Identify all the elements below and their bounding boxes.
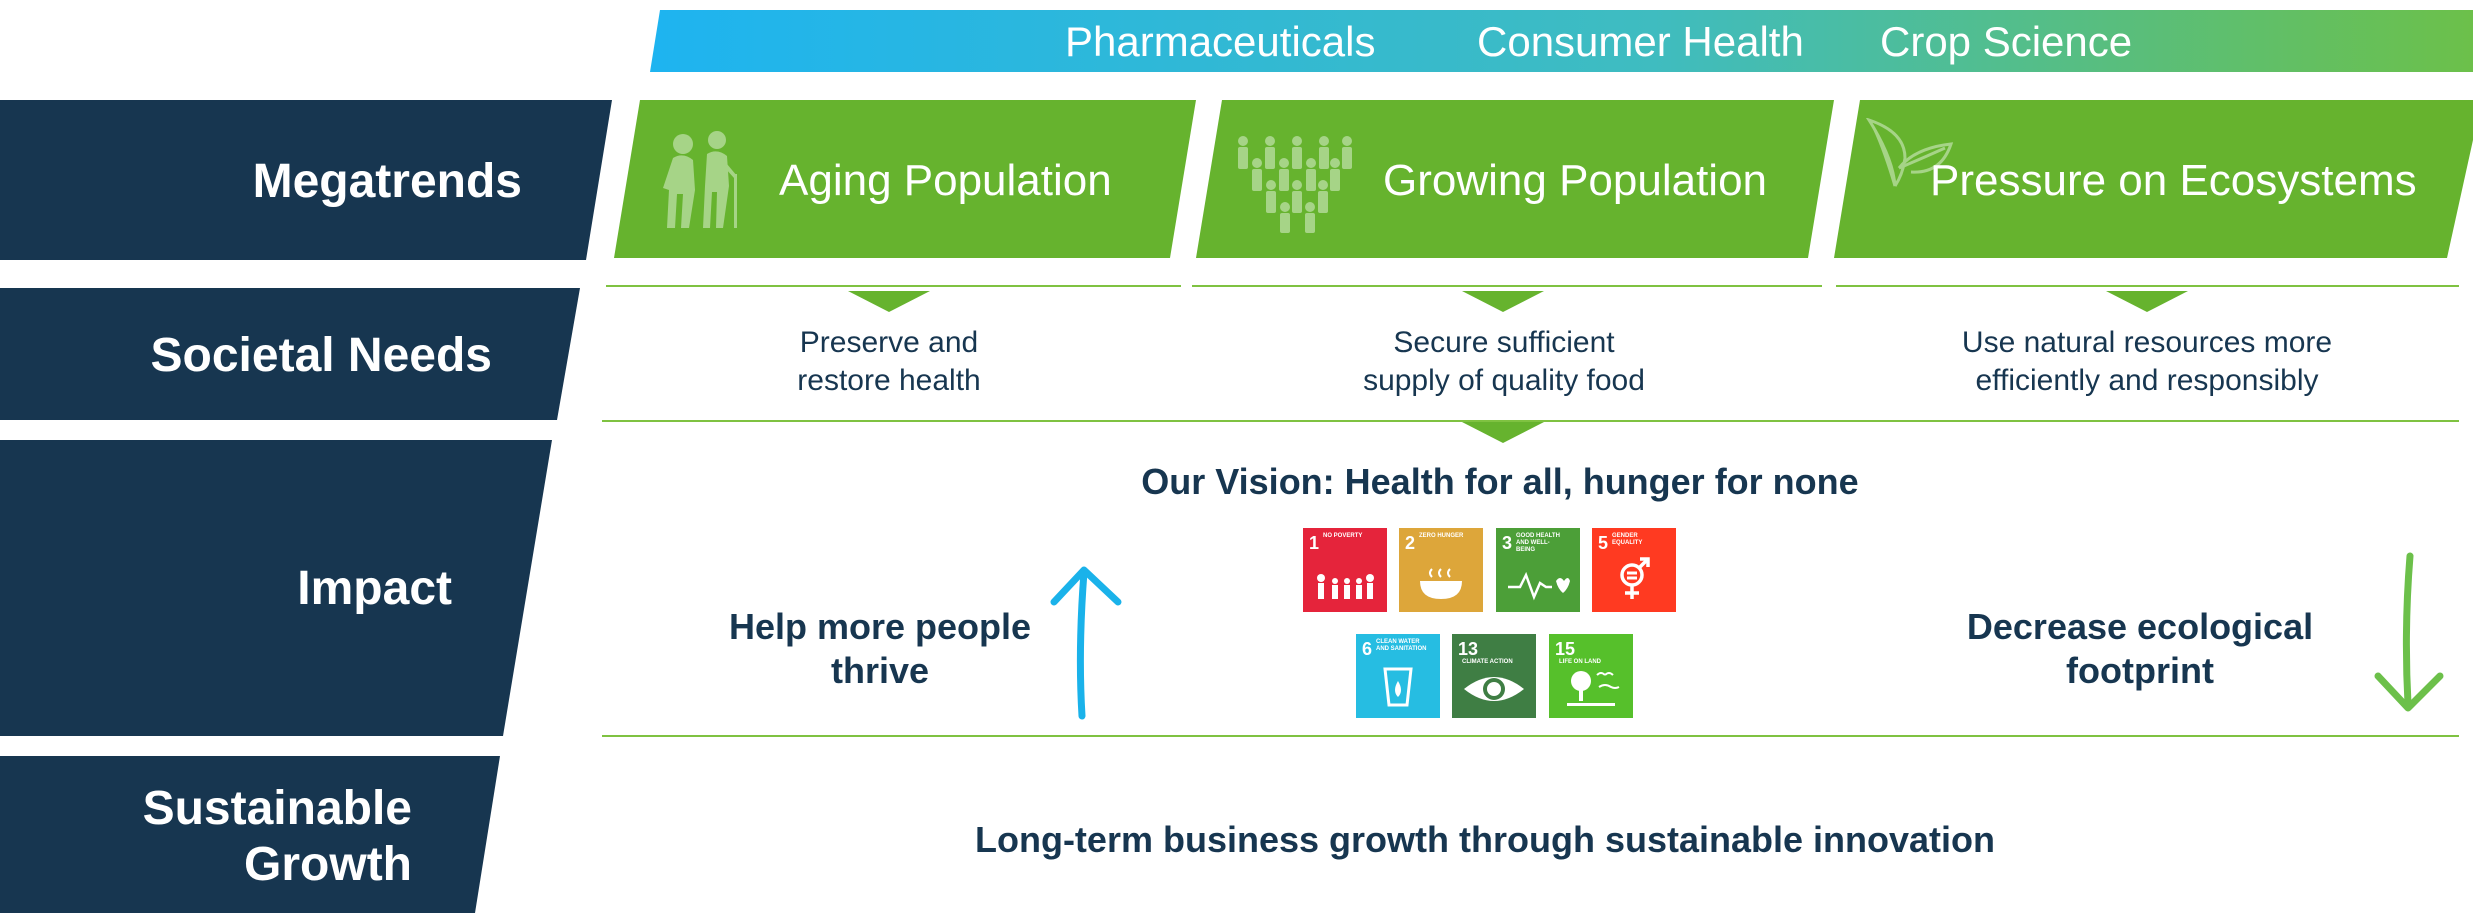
megatrends-row-shape <box>0 100 612 260</box>
sdg-tile-3: 3Good Health and Well-Being <box>1496 528 1580 612</box>
impact-left-line-2: thrive <box>830 650 930 691</box>
sdg-tile-1: 1No Poverty <box>1303 528 1387 612</box>
megatrend-box-growing <box>1196 100 1834 258</box>
sdg-3-number: 3 <box>1502 533 1513 553</box>
banner-consumer-health: Consumer Health <box>1477 18 1804 65</box>
tree-icon <box>1549 667 1633 712</box>
sdg-6-number: 6 <box>1362 639 1373 659</box>
need-resources-line-2: efficiently and responsibly <box>1975 364 2319 397</box>
need-health-line-2: restore health <box>797 364 981 397</box>
row-label-societal-needs: Societal Needs <box>150 329 492 382</box>
gender-icon <box>1592 555 1676 606</box>
needs-bottom-line <box>602 420 2459 422</box>
bowl-icon <box>1399 567 1483 606</box>
impact-left-text: Help more people thrive <box>680 605 1080 693</box>
need-food-line-2: supply of quality food <box>1363 364 1645 397</box>
leaves-icon <box>1865 118 1954 187</box>
sdg-2-text: Zero Hunger <box>1419 533 1464 539</box>
down-triangle-3 <box>2106 291 2188 312</box>
megatrend-box-ecosystems <box>1834 100 2473 258</box>
needs-top-line-2 <box>1192 285 1822 287</box>
sustainable-growth-word: Growth <box>244 838 412 891</box>
sdg-6-text: Clean Water and Sanitation <box>1376 639 1427 652</box>
row-label-megatrends: Megatrends <box>252 155 522 208</box>
need-food-line-1: Secure sufficient <box>1393 326 1615 359</box>
needs-top-line-3 <box>1836 285 2459 287</box>
megatrend-box-aging <box>614 100 1196 258</box>
megatrend-label-ecosystems: Pressure on Ecosystems <box>1930 156 2417 205</box>
sdg-tile-15: 15Life on Land <box>1549 634 1633 718</box>
down-triangle-1 <box>848 291 930 312</box>
need-resources-line-1: Use natural resources more <box>1961 326 2333 359</box>
sdg-5-number: 5 <box>1598 533 1609 553</box>
impact-left-line-1: Help more people <box>728 606 1032 647</box>
sdg-1-text: No Poverty <box>1323 533 1363 539</box>
need-health: Preserve and restore health <box>689 324 1089 400</box>
megatrend-label-aging: Aging Population <box>779 156 1112 205</box>
societal-needs-row-shape <box>0 288 580 420</box>
need-health-line-1: Preserve and <box>799 326 979 359</box>
vision-title: Our Vision: Health for all, hunger for n… <box>1141 461 1859 502</box>
sdg-tile-13: 13Climate Action <box>1452 634 1536 718</box>
banner-crop-science: Crop Science <box>1880 18 2133 65</box>
impact-right-line-2: footprint <box>2066 650 2214 691</box>
sdg-13-number: 13 <box>1458 639 1479 659</box>
crowd-row-1 <box>1238 136 1352 169</box>
impact-row-shape <box>0 440 552 736</box>
eye-globe-icon <box>1452 671 1536 712</box>
sdg-tile-2: 2Zero Hunger <box>1399 528 1483 612</box>
down-triangle-vision <box>1462 422 1544 443</box>
sdg-2-number: 2 <box>1405 533 1416 553</box>
heartbeat-icon <box>1496 569 1580 606</box>
growth-statement: Long-term business growth through sustai… <box>974 819 1996 860</box>
sdg-1-number: 1 <box>1309 533 1320 553</box>
family-icon <box>1303 573 1387 606</box>
impact-right-text: Decrease ecological footprint <box>1900 605 2380 693</box>
sdg-15-text: Life on Land <box>1559 659 1601 665</box>
banner-pharmaceuticals: Pharmaceuticals <box>1065 18 1376 65</box>
crowd-icon <box>1238 136 1352 233</box>
down-triangle-2 <box>1462 291 1544 312</box>
elderly-couple-icon <box>663 131 737 228</box>
sdg-15-number: 15 <box>1555 639 1576 659</box>
sdg-13-text: Climate Action <box>1462 659 1513 665</box>
sustainable-growth-row-shape <box>0 756 500 913</box>
down-arrow-icon <box>2374 552 2444 712</box>
row-label-impact: Impact <box>297 562 452 615</box>
sdg-5-text: Gender Equality <box>1612 533 1643 546</box>
water-icon <box>1356 665 1440 712</box>
impact-right-line-1: Decrease ecological <box>1966 606 2314 647</box>
impact-bottom-line <box>602 735 2459 737</box>
sustainable-growth-word: Sustainable <box>142 782 412 835</box>
sdg-tile-5: 5Gender Equality <box>1592 528 1676 612</box>
sdg-3-text: Good Health and Well-Being <box>1516 533 1560 553</box>
sdg-tile-6: 6Clean Water and Sanitation <box>1356 634 1440 718</box>
up-arrow-icon <box>1050 566 1122 720</box>
need-resources: Use natural resources more efficiently a… <box>1897 324 2397 400</box>
needs-top-line-1 <box>606 285 1181 287</box>
megatrend-label-growing: Growing Population <box>1383 156 1768 205</box>
need-food: Secure sufficient supply of quality food <box>1304 324 1704 400</box>
